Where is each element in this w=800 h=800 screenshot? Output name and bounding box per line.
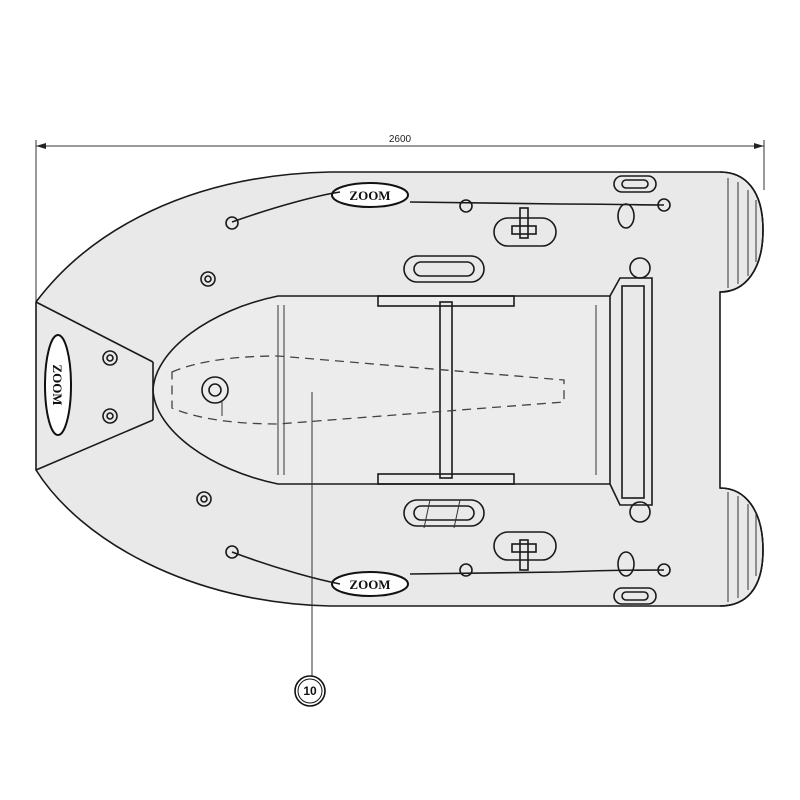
logo-bottom: ZOOM bbox=[331, 571, 409, 597]
stern-cone-top bbox=[719, 171, 764, 293]
transom bbox=[609, 257, 653, 523]
logo-bow: ZOOM bbox=[44, 334, 72, 436]
logo-text-top: ZOOM bbox=[349, 188, 390, 203]
drain-valve bbox=[201, 376, 229, 416]
stern-handle-bottom bbox=[613, 551, 657, 605]
callout-number: 10 bbox=[303, 684, 317, 698]
keel-dashed-outline bbox=[171, 355, 565, 425]
stern-handle-top bbox=[613, 175, 657, 229]
logo-text-bottom: ZOOM bbox=[349, 577, 390, 592]
carry-handle-top bbox=[403, 255, 485, 283]
overall-length-dimension: 2600 bbox=[35, 134, 765, 305]
floor-boards bbox=[277, 305, 597, 475]
grab-rope-top bbox=[225, 191, 671, 230]
dimension-label: 2600 bbox=[389, 134, 412, 145]
bow-panel bbox=[35, 301, 154, 471]
oarlock-top bbox=[493, 207, 557, 247]
callout-10: 10 bbox=[294, 392, 326, 707]
oarlock-bottom bbox=[493, 531, 557, 571]
logo-text-bow: ZOOM bbox=[50, 364, 65, 405]
stern-cone-bottom bbox=[719, 487, 764, 607]
grab-rope-bottom bbox=[225, 545, 671, 585]
tube-fittings bbox=[102, 271, 216, 507]
bench-seat bbox=[377, 295, 515, 485]
logo-top: ZOOM bbox=[331, 182, 409, 208]
carry-handle-bottom bbox=[403, 499, 485, 529]
